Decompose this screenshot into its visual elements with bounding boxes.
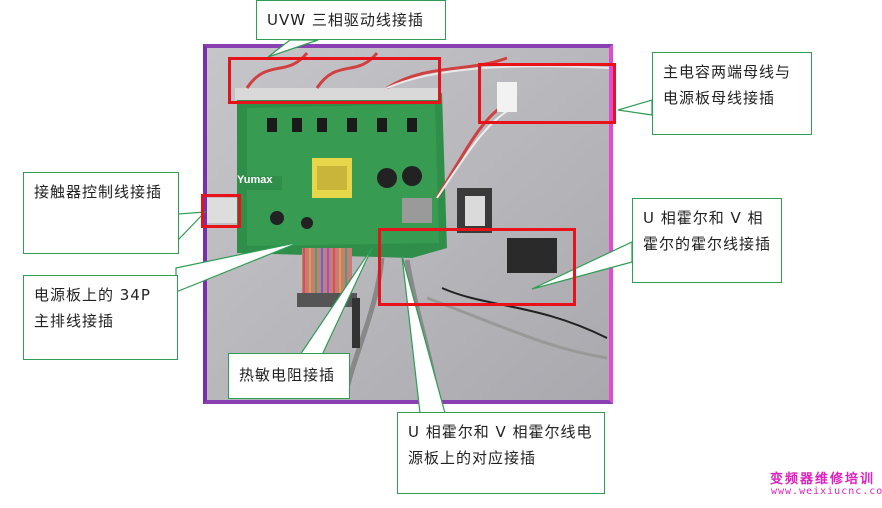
watermark-url: www.weixiucnc.com [771, 486, 882, 497]
watermark-title: 变频器维修培训 [770, 472, 876, 487]
board-brand-label: Yumax [237, 174, 273, 186]
highlight-contactor [201, 194, 241, 228]
callout-ribbon-34p: 电源板上的 34P 主排线接插 [23, 275, 178, 360]
highlight-hall [378, 228, 576, 306]
highlight-main-cap [478, 63, 616, 124]
callout-hall-sensor: U 相霍尔和 V 相霍尔的霍尔线接插 [632, 198, 782, 283]
highlight-uvw [228, 57, 441, 104]
bus-connector [497, 82, 517, 112]
callout-hall-board: U 相霍尔和 V 相霍尔线电源板上的对应接插 [397, 412, 605, 494]
callout-contactor: 接触器控制线接插 [23, 172, 179, 254]
callout-main-cap: 主电容两端母线与电源板母线接插 [652, 52, 812, 135]
callout-uvw: UVW 三相驱动线接插 [256, 0, 446, 40]
callout-thermistor: 热敏电阻接插 [228, 353, 350, 399]
